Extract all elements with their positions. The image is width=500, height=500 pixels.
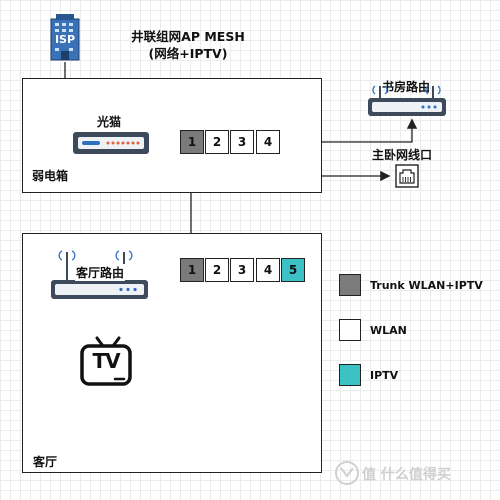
diagram-title: 井联组网AP MESH (网络+IPTV): [108, 28, 268, 62]
legend-iptv-swatch: [339, 364, 361, 386]
title-line2: (网络+IPTV): [148, 46, 228, 61]
bottom-switch-port-1: 1: [180, 258, 204, 282]
weak-box-label: 弱电箱: [32, 169, 69, 183]
top-switch-port-4: 4: [256, 130, 280, 154]
legend-wlan-label: WLAN: [370, 324, 407, 337]
study-router-label: 书房路由: [382, 80, 431, 94]
isp-label: ISP: [54, 33, 76, 46]
living-room-label: 客厅: [33, 455, 58, 469]
port4-to-study-router-line: [281, 118, 418, 143]
top-switch-port-3: 3: [230, 130, 254, 154]
bottom-switch-port-2: 2: [205, 258, 229, 282]
bottom-switch-port-4: 4: [256, 258, 280, 282]
watermark-text: 值 什么值得买: [362, 467, 451, 483]
living-router-label: 客厅路由: [75, 264, 126, 281]
title-line1: 井联组网AP MESH: [131, 29, 245, 44]
legend-wlan-swatch: [339, 319, 361, 341]
bedroom-port-label: 主卧网线口: [372, 148, 433, 162]
legend-iptv-label: IPTV: [370, 369, 399, 382]
top-switch-port-1: 1: [180, 130, 204, 154]
bottom-switch-port-3: 3: [230, 258, 254, 282]
top-switch-port-2: 2: [205, 130, 229, 154]
legend-trunk-swatch: [339, 274, 361, 296]
tv-label: TV: [92, 349, 120, 373]
modem-label: 光猫: [97, 115, 122, 129]
bottom-switch-port-5: 5: [281, 258, 305, 282]
legend-trunk-label: Trunk WLAN+IPTV: [370, 279, 483, 292]
